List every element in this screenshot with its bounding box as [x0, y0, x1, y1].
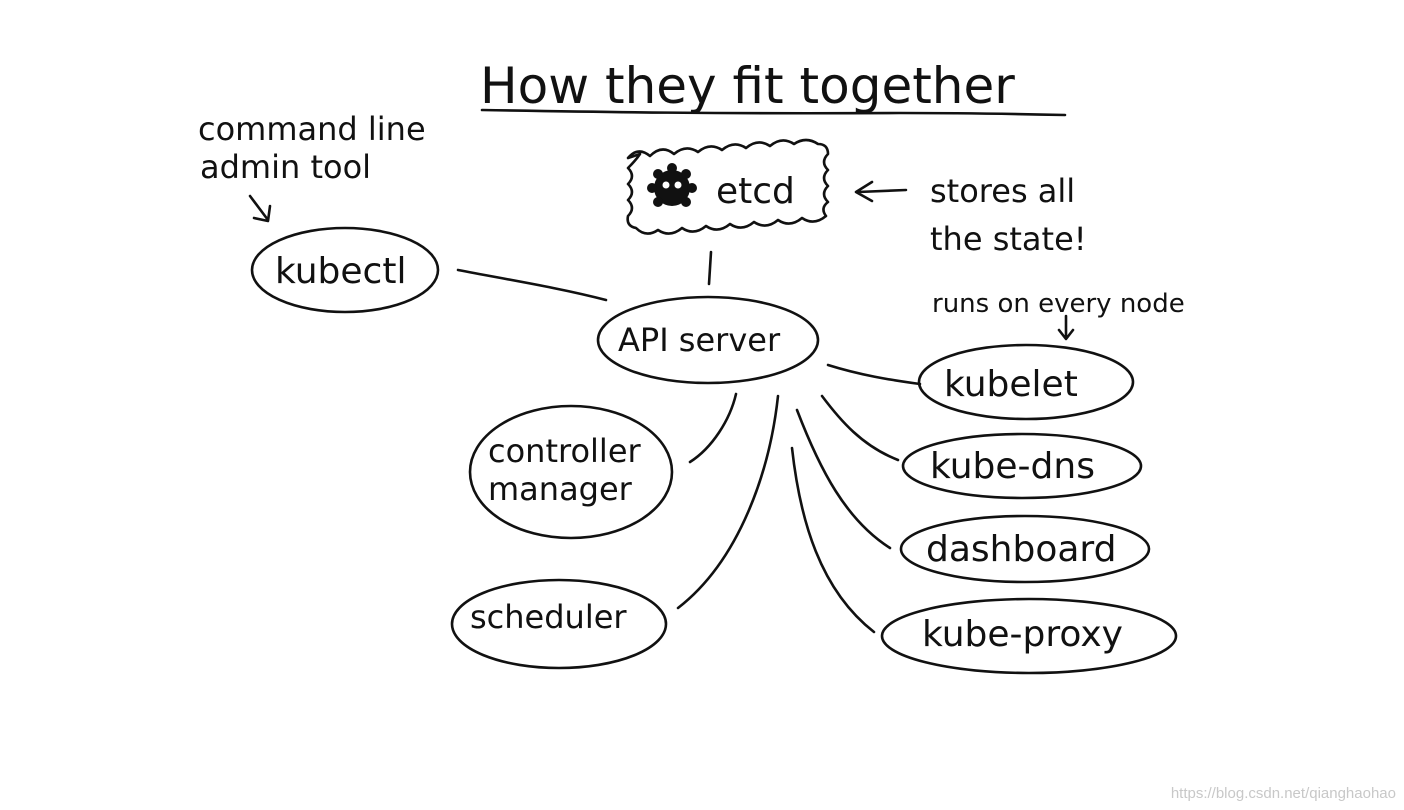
kube-dns-label: kube-dns	[930, 446, 1095, 487]
diagram-title: How they fit together	[480, 57, 1015, 115]
kubelet-node-outline	[917, 343, 1135, 421]
etcd-logo-icon	[647, 163, 697, 207]
connector-api-kubelet	[826, 363, 922, 386]
controller-manager-label-line1: controller	[488, 432, 642, 470]
connector-kubectl-api	[456, 268, 608, 302]
connector-api-scheduler	[676, 394, 780, 610]
kubectl-label: kubectl	[275, 251, 406, 292]
etcd-label: etcd	[716, 171, 795, 212]
kubectl-note-line2: admin tool	[200, 148, 371, 186]
etcd-note-line1: stores all	[930, 172, 1075, 210]
etcd-note-line2: the state!	[930, 220, 1087, 258]
connector-api-controller	[688, 392, 738, 464]
title-underline	[480, 108, 1067, 117]
connector-api-dashboard	[795, 408, 892, 550]
api-server-label: API server	[618, 321, 781, 359]
controller-manager-label-line2: manager	[488, 470, 633, 508]
kubectl-note-arrow	[248, 194, 272, 223]
etcd-cloud-outline	[626, 138, 830, 235]
kubelet-note-arrow	[1057, 314, 1075, 341]
dashboard-label: dashboard	[926, 529, 1116, 570]
dashboard-node-outline	[899, 514, 1151, 584]
kube-proxy-node-outline	[880, 597, 1178, 675]
connector-etcd-api	[707, 250, 713, 286]
kubectl-note-line1: command line	[198, 110, 426, 148]
controller-manager-node-outline	[468, 404, 674, 540]
connector-api-kube-dns	[820, 394, 900, 462]
scheduler-label: scheduler	[470, 598, 627, 636]
kube-dns-node-outline	[901, 432, 1143, 500]
source-watermark: https://blog.csdn.net/qianghaohao	[1170, 785, 1396, 802]
kubelet-label: kubelet	[944, 364, 1078, 405]
connector-api-kube-proxy	[790, 446, 876, 634]
kubelet-note: runs on every node	[932, 289, 1185, 319]
etcd-note-arrow	[854, 180, 908, 203]
kube-proxy-label: kube-proxy	[922, 614, 1123, 655]
api-server-node-outline	[596, 295, 820, 385]
kubectl-node-outline	[250, 226, 440, 314]
scheduler-node-outline	[450, 578, 668, 670]
